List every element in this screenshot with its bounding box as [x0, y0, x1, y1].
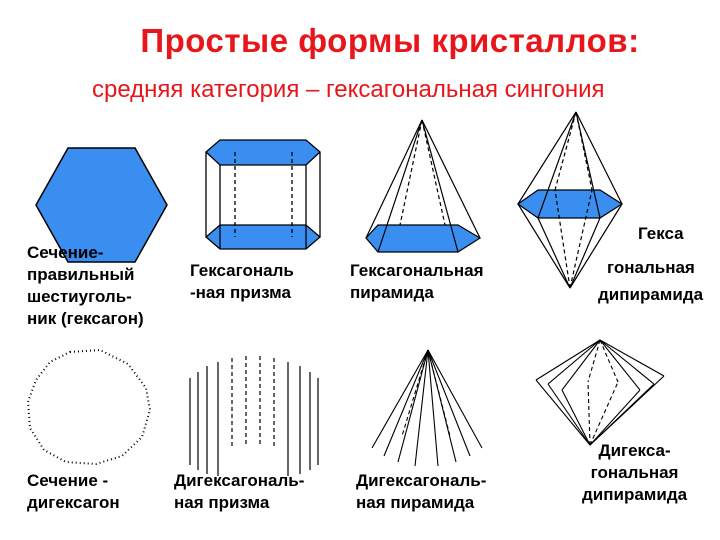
dihex-prism-figure — [189, 356, 319, 476]
label-dihex-dipyramid: Дигекса- гональная дипирамида — [582, 441, 688, 504]
page-subtitle: средняя категория – гексагональная синго… — [92, 76, 605, 103]
dihexagon-section-figure — [26, 348, 152, 466]
label-hex-dipyramid-2: гональная — [607, 258, 695, 277]
dihex-dipyramid-figure — [535, 339, 665, 446]
label-dihexagon-section: Сечение - дигексагон — [27, 471, 120, 512]
hexagon-section-figure — [35, 147, 168, 263]
label-dihex-prism: Дигексагональ- ная призма — [174, 471, 305, 512]
label-hexagon-section: Сечение- правильный шестиуголь- ник (гек… — [27, 243, 144, 328]
hex-dipyramid-figure — [516, 111, 624, 289]
label-hex-prism: Гексагональ -ная призма — [190, 261, 294, 302]
label-dihex-pyramid: Дигексагональ- ная пирамида — [356, 471, 487, 512]
page-title: Простые формы кристаллов: — [140, 22, 640, 59]
hex-prism-figure — [205, 139, 321, 250]
label-hex-pyramid: Гексагональная пирамида — [350, 261, 484, 302]
label-hex-dipyramid-1: Гекса — [638, 224, 684, 243]
label-hex-dipyramid-3: дипирамида — [598, 285, 704, 304]
dihex-pyramid-figure — [371, 349, 483, 467]
hex-pyramid-figure — [365, 119, 482, 253]
